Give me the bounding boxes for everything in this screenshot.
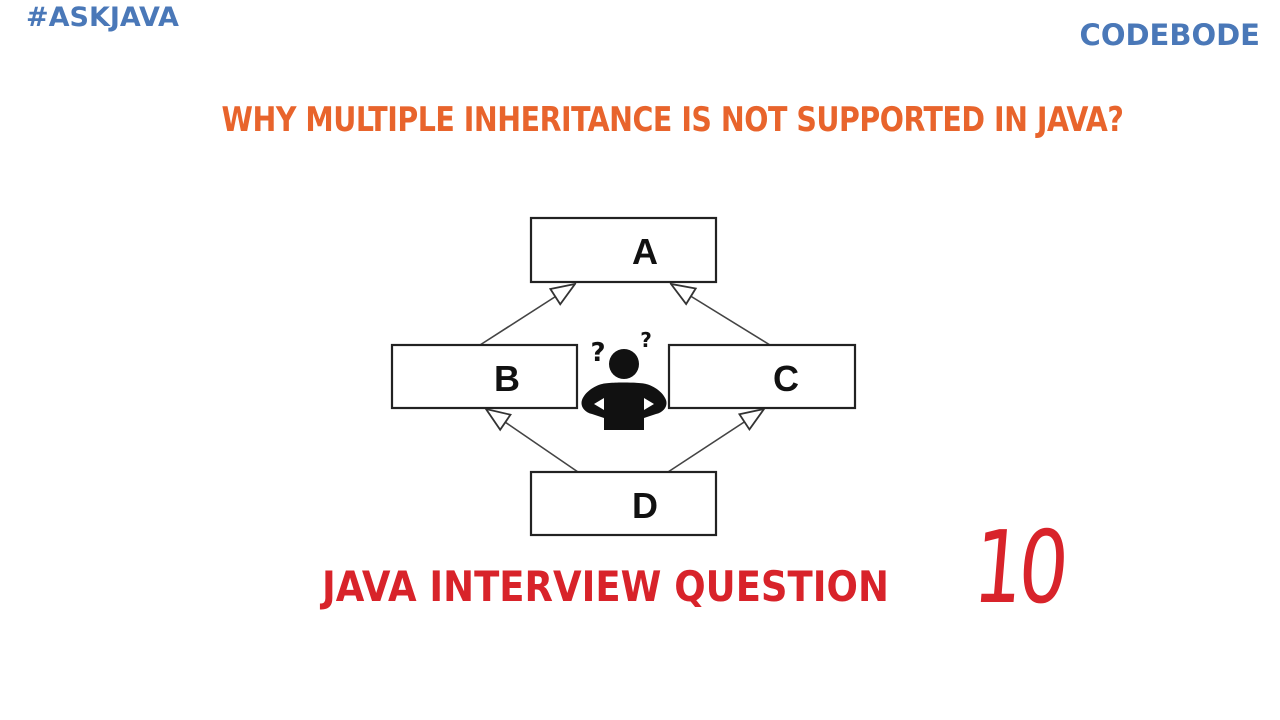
node-b-label: B bbox=[494, 358, 520, 399]
question-number: 10 bbox=[969, 509, 1069, 626]
node-c-label: C bbox=[773, 358, 799, 399]
node-d: D bbox=[529, 470, 718, 537]
node-c: C bbox=[667, 343, 857, 410]
edge-c-to-a bbox=[671, 284, 771, 346]
question-mark-left: ? bbox=[590, 338, 605, 368]
edge-d-to-b bbox=[486, 409, 579, 473]
footer-title: JAVA INTERVIEW QUESTION bbox=[322, 562, 889, 611]
edge-b-to-a bbox=[479, 284, 575, 346]
node-b: B bbox=[390, 343, 579, 410]
node-a: A bbox=[529, 216, 718, 284]
confused-person-icon: ? ? bbox=[581, 328, 667, 430]
question-title: WHY MULTIPLE INHERITANCE IS NOT SUPPORTE… bbox=[221, 100, 1124, 140]
hashtag-label: #ASKJAVA bbox=[26, 2, 179, 33]
node-d-label: D bbox=[632, 485, 658, 526]
node-a-label: A bbox=[632, 231, 658, 272]
question-mark-right: ? bbox=[640, 328, 652, 352]
brand-label: CODEBODE bbox=[1079, 18, 1260, 52]
edge-d-to-c bbox=[667, 409, 764, 473]
